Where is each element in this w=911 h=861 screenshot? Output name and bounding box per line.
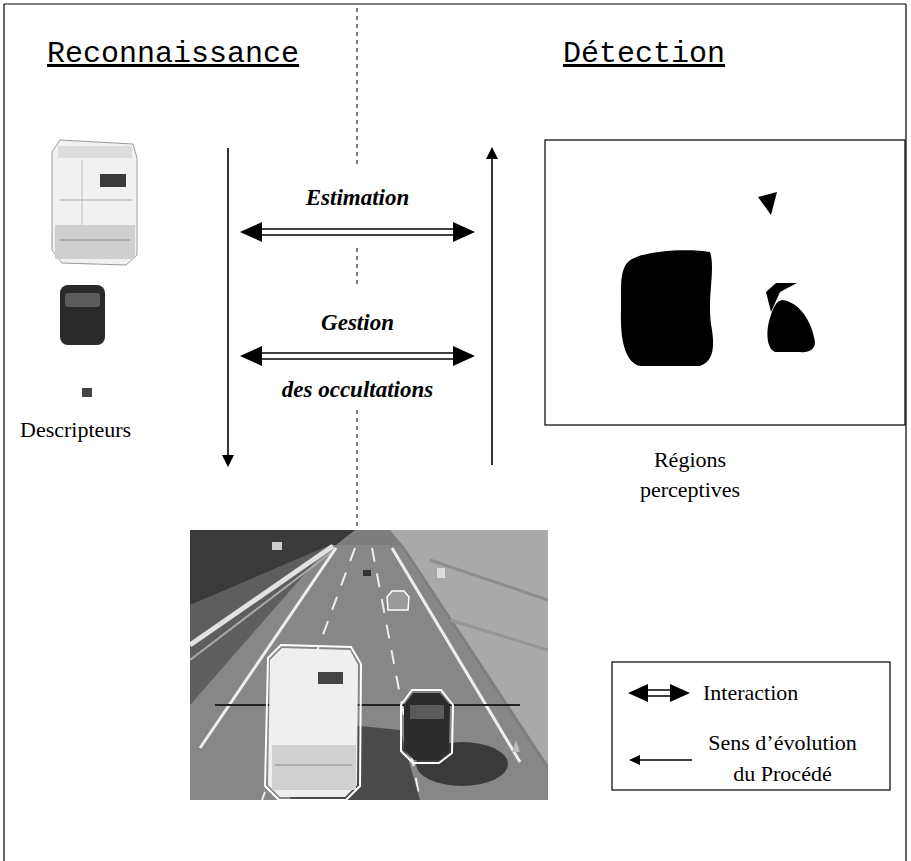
- arrow-shaft: [260, 352, 455, 354]
- node-area: Régions perceptives: [475, 140, 905, 510]
- car: [404, 693, 450, 760]
- frame-line: [4, 3, 906, 4]
- regions-box: [545, 140, 905, 425]
- column-heading: Reconnaissance: [47, 36, 299, 72]
- frame-line: [3, 4, 4, 861]
- legend-single-arrow: [638, 759, 692, 761]
- frame-line: [905, 4, 906, 861]
- photo-shadow-line: [215, 704, 520, 706]
- car-window: [65, 293, 100, 307]
- node-label: Régions perceptives: [610, 445, 770, 505]
- camper-detail: [82, 160, 83, 225]
- arrow-head: [453, 222, 475, 242]
- legend-box: [612, 662, 890, 790]
- photo-guardrail: [190, 546, 333, 645]
- process-arrows: [222, 147, 498, 467]
- edge-label: Gestion des occultations: [280, 289, 436, 423]
- car-descriptor: [60, 285, 105, 345]
- photo-ground: [190, 530, 548, 800]
- distant-car: [437, 568, 445, 578]
- interaction-arrow: [240, 222, 475, 242]
- lane-line: [392, 548, 520, 762]
- car-window: [410, 705, 444, 719]
- legend-double-arrow: [648, 689, 670, 691]
- down-arrow: [227, 148, 229, 458]
- distant-car: [272, 542, 282, 550]
- up-arrow: [491, 156, 493, 465]
- distant-car: [363, 570, 371, 576]
- arrow-shaft: [260, 228, 455, 230]
- edge-label: Estimation: [306, 184, 410, 212]
- descriptor-images: [52, 140, 137, 397]
- column-heading: Détection: [563, 36, 725, 72]
- camper-detail: [275, 765, 352, 766]
- small-car-descriptor: [82, 388, 92, 397]
- camper-front: [55, 225, 135, 259]
- photo-road: [190, 545, 548, 800]
- wrap-spacer: [280, 289, 312, 349]
- arrow-head: [628, 684, 648, 702]
- legend-label: Sens d’évolution du Procédé: [700, 727, 865, 789]
- arrow-head: [240, 222, 262, 242]
- arrow-head: [629, 755, 640, 765]
- small-car: [387, 591, 409, 610]
- traffic-cone: [512, 740, 520, 752]
- arrow-head: [222, 455, 234, 467]
- legend-double-arrow: [648, 695, 670, 697]
- photo-texture: [430, 560, 548, 600]
- camper-window: [100, 174, 126, 187]
- node-area: Descripteurs: [15, 135, 240, 470]
- camper: [268, 648, 358, 797]
- arrow-shaft: [260, 234, 455, 236]
- photo-guardrail: [190, 551, 333, 660]
- camper-detail: [60, 240, 130, 241]
- legend-frame: [612, 662, 890, 790]
- divider: [357, 8, 358, 528]
- arrow-shaft: [260, 358, 455, 360]
- camper-roof: [58, 146, 132, 158]
- region-blob: [767, 300, 815, 352]
- divider-line: [357, 410, 358, 528]
- divider-line: [357, 248, 358, 284]
- frame: [4, 4, 906, 861]
- camper-detail: [60, 200, 132, 201]
- arrow-head: [670, 684, 690, 702]
- arrow-head: [240, 346, 262, 366]
- tracking-outline: [265, 645, 361, 800]
- arrow-head: [453, 346, 475, 366]
- divider-line: [357, 8, 358, 168]
- tracking-outline: [401, 690, 453, 763]
- interaction-arrow: [240, 346, 475, 366]
- arrow-head: [486, 147, 498, 159]
- camper-front: [272, 745, 356, 790]
- node-label: Descripteurs: [20, 415, 225, 445]
- traffic-photo: [190, 530, 548, 800]
- camper-descriptor: [52, 140, 137, 265]
- camper-window: [318, 672, 343, 684]
- region-blob: [621, 250, 713, 366]
- legend-label: Interaction: [703, 678, 878, 708]
- wrap-spacer: [403, 289, 435, 349]
- region-blob: [758, 192, 777, 215]
- regions-panel: [545, 140, 905, 425]
